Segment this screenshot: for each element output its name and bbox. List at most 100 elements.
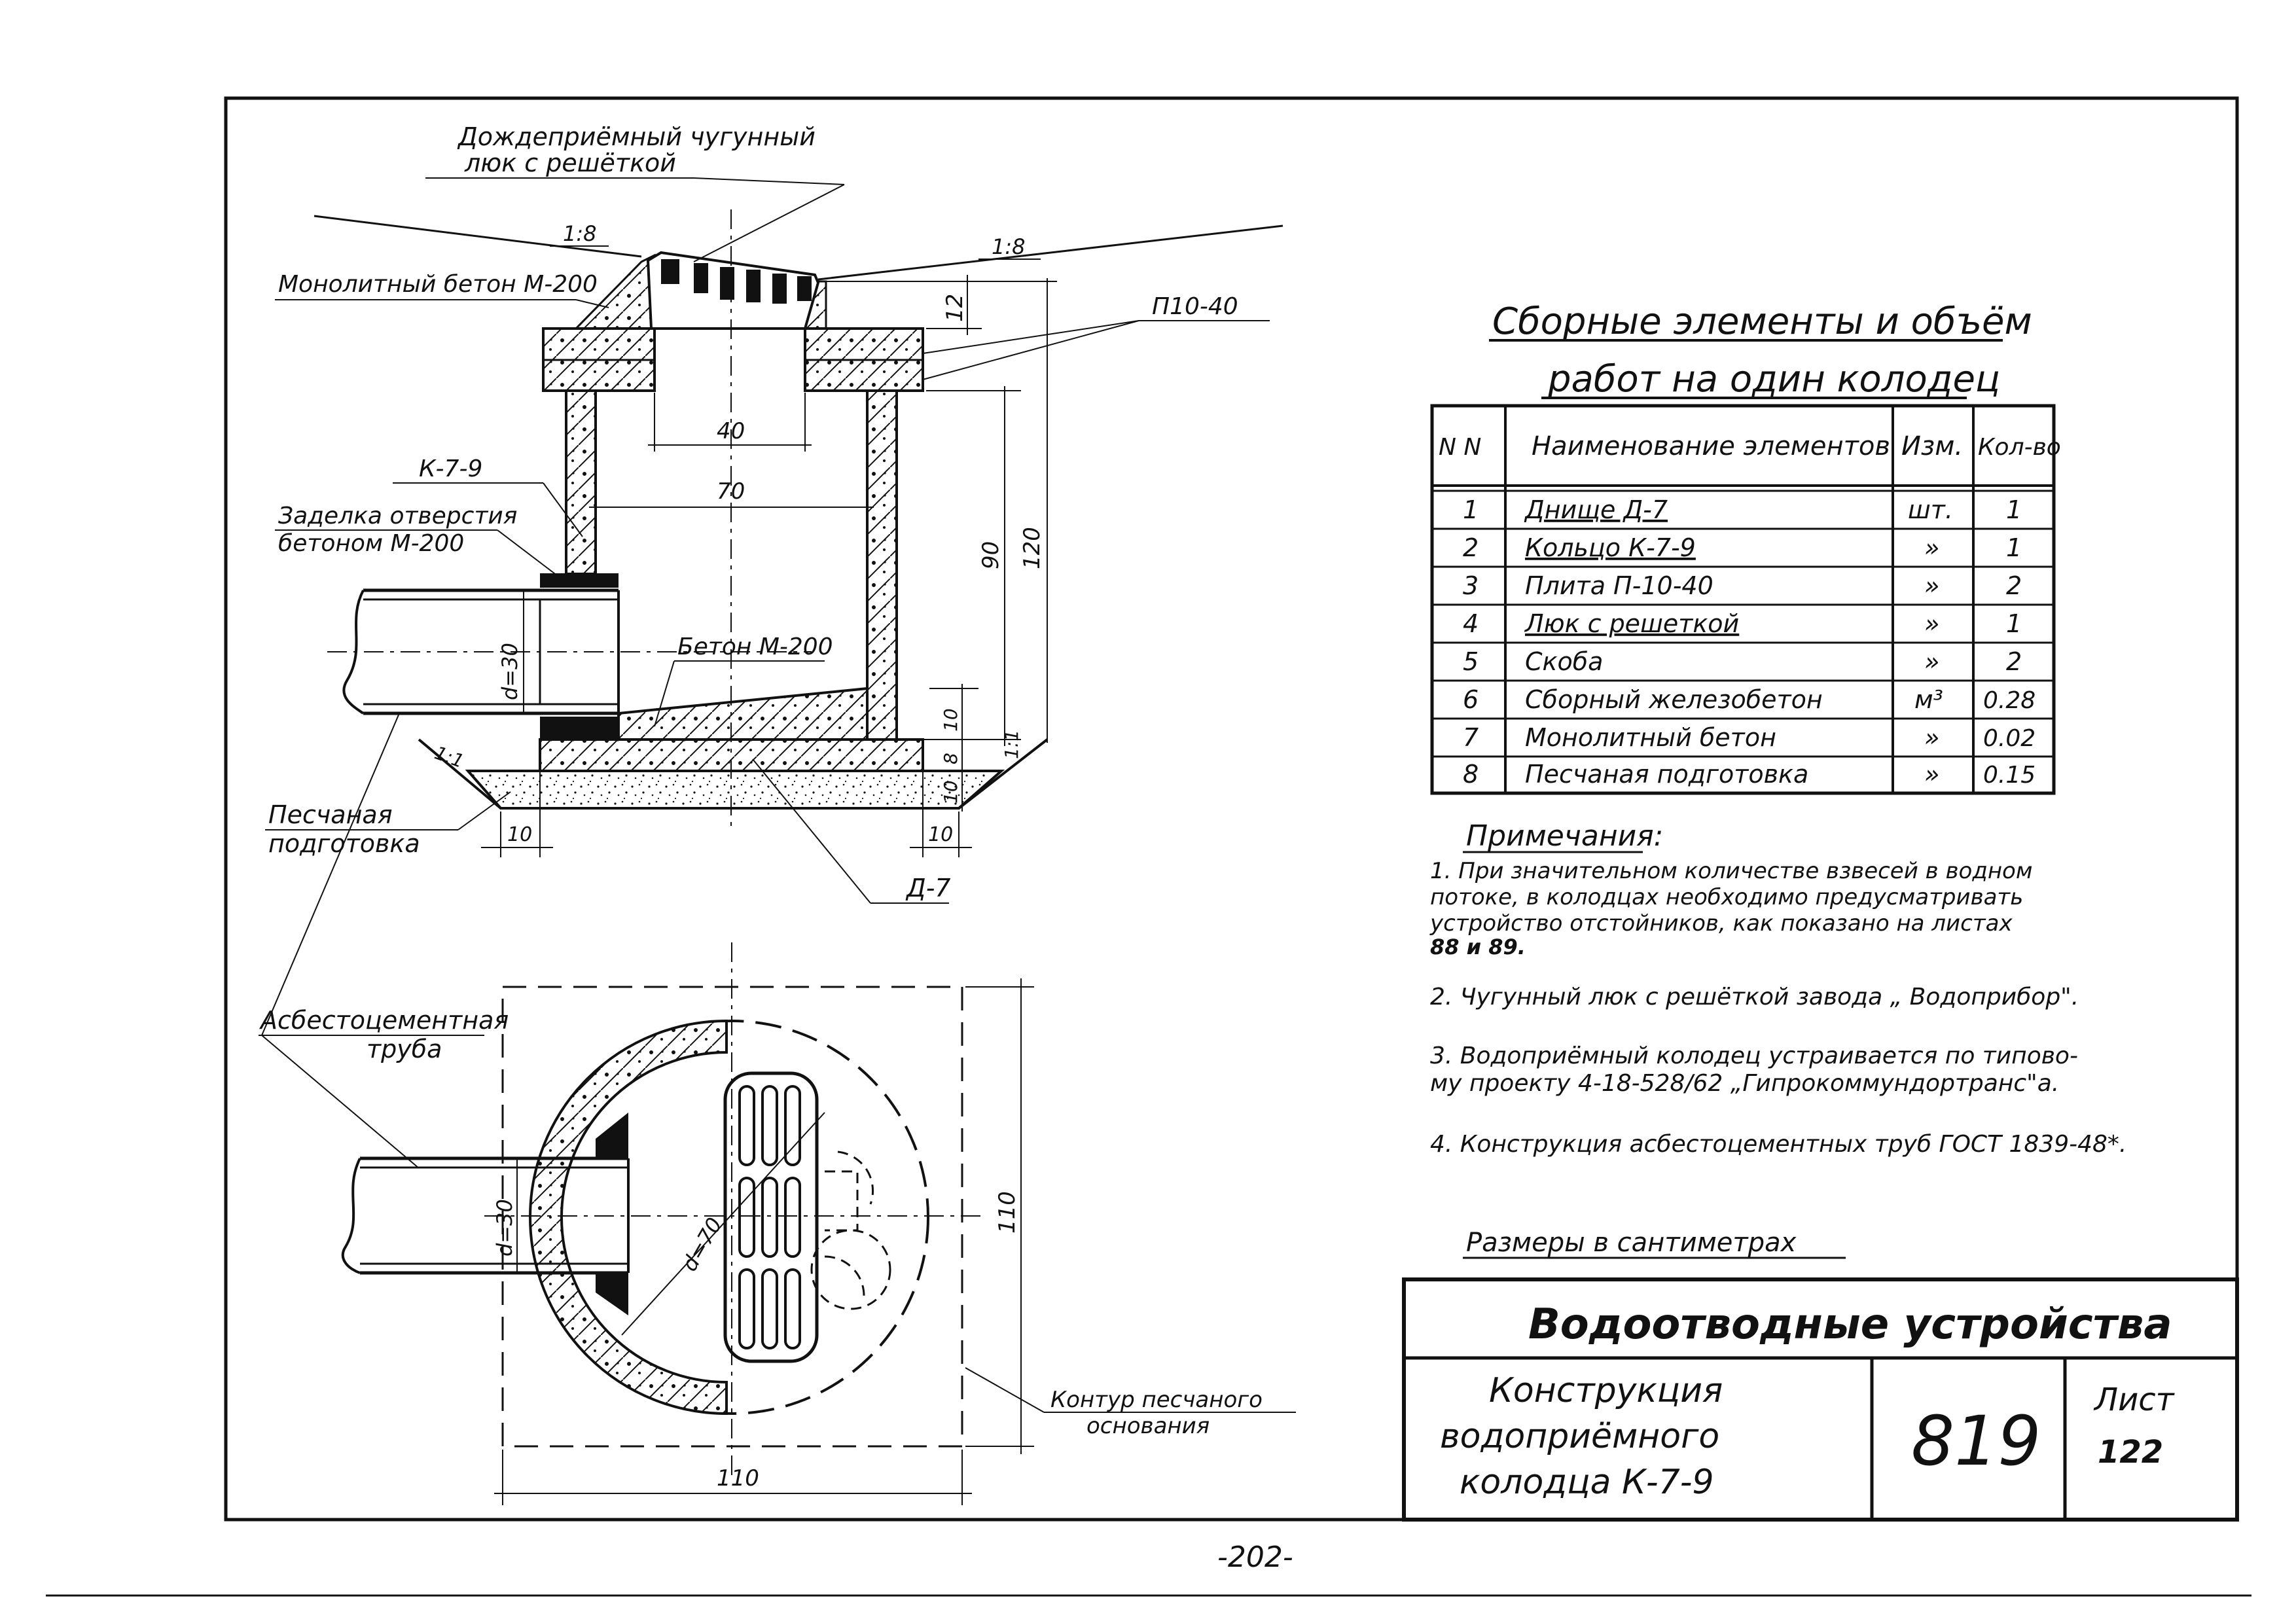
svg-text:»: » [1924, 760, 1939, 789]
note-1-line-1: 1. При значительном количестве взвесей в… [1430, 858, 2033, 884]
stamp-name-2: водоприёмного [1440, 1417, 1719, 1456]
note-1-line-2: потоке, в колодцах необходимо предусматр… [1430, 884, 2023, 910]
callout-seal-2: бетоном М-200 [278, 530, 464, 557]
svg-text:0.15: 0.15 [1983, 762, 2036, 789]
title-block: Водоотводные устройства Конструкция водо… [1402, 1277, 2239, 1522]
callout-pipe: Асбестоцементная [259, 1006, 509, 1035]
note-2: 2. Чугунный люк с решёткой завода „ Водо… [1430, 984, 2079, 1010]
slope-left: 1:8 [563, 221, 597, 246]
callout-monolith: Монолитный бетон М-200 [278, 271, 598, 298]
callout-slab: П10-40 [1152, 293, 1238, 320]
callout-sand-contour-2: основания [1086, 1413, 1210, 1439]
note-1-line-3: устройство отстойников, как показано на … [1429, 910, 2013, 936]
svg-text:1: 1 [2006, 609, 2022, 638]
svg-text:Монолитный бетон: Монолитный бетон [1525, 723, 1776, 752]
svg-text:3: 3 [1463, 571, 1479, 600]
bench-concrete [617, 687, 869, 741]
svg-text:Кольцо К-7-9: Кольцо К-7-9 [1525, 533, 1696, 562]
svg-text:Люк с решеткой: Люк с решеткой [1524, 609, 1739, 638]
svg-text:Днище Д-7: Днище Д-7 [1524, 495, 1668, 524]
note-4: 4. Конструкция асбестоцементных труб ГОС… [1430, 1131, 2126, 1158]
svg-text:0.28: 0.28 [1983, 687, 2036, 714]
notes: Примечания: 1. При значительном количест… [1429, 819, 2126, 1259]
section-view: 40 70 12 90 120 10 8 10 10 10 [265, 122, 1283, 904]
svg-text:1: 1 [1463, 495, 1479, 524]
plan-hatch-frame [723, 1071, 819, 1363]
callout-hatch-2: люк с решёткой [464, 149, 676, 177]
table-title-2: работ на один колодец [1547, 358, 2000, 401]
note-3-line-2: му проекту 4-18-528/62 „Гипрокоммундортр… [1430, 1070, 2059, 1097]
svg-text:м³: м³ [1914, 685, 1943, 714]
table-row: 8 Песчаная подготовка » 0.15 [1463, 760, 2036, 789]
dim-offset-left: 10 [507, 823, 532, 846]
callout-sand-contour: Контур песчаного [1050, 1387, 1263, 1413]
ring-wall-right [866, 389, 898, 742]
stamp-sheet-no: 122 [2098, 1434, 2163, 1471]
svg-text:7: 7 [1463, 723, 1479, 752]
dim-inner-height: 90 [978, 541, 1004, 569]
drawing-frame [224, 96, 2239, 1522]
slope-side-right: 1:1 [1001, 730, 1022, 759]
svg-text:»: » [1924, 571, 1939, 600]
svg-text:2: 2 [1463, 533, 1479, 562]
stamp-sheet-label: Лист [2093, 1382, 2176, 1418]
svg-text:5: 5 [1463, 647, 1479, 676]
stamp-name-1: Конструкция [1489, 1371, 1723, 1410]
svg-text:6: 6 [1463, 685, 1479, 714]
ring-plan [529, 1019, 728, 1416]
svg-text:8: 8 [1463, 760, 1479, 789]
svg-text:1: 1 [2006, 495, 2022, 524]
notes-heading: Примечания: [1466, 819, 1664, 853]
callout-ring: К-7-9 [419, 455, 482, 482]
svg-text:»: » [1924, 609, 1939, 638]
svg-text:2: 2 [2006, 571, 2022, 600]
note-3-line-1: 3. Водоприёмный колодец устраивается по … [1430, 1043, 2078, 1069]
stamp-header: Водоотводные устройства [1528, 1300, 2172, 1349]
svg-text:Скоба: Скоба [1525, 647, 1603, 676]
pipe-plan [341, 1113, 630, 1315]
callout-hatch: Дождеприёмный чугунный [457, 122, 816, 151]
table-title-1: Сборные элементы и объём [1492, 300, 2032, 343]
plan-step-brackets [810, 1150, 891, 1310]
dim-plan-pipe-dia: d=30 [492, 1199, 517, 1257]
dim-sand-thickness: 10 [940, 780, 961, 804]
col-header-qty: Кол-во [1978, 434, 2061, 461]
callout-pipe-2: труба [367, 1035, 442, 1063]
dim-inner: 70 [717, 478, 745, 505]
pipe-seal-bottom [540, 717, 619, 740]
svg-text:0.02: 0.02 [1983, 725, 2036, 752]
stamp-name-3: колодца К-7-9 [1460, 1463, 1714, 1502]
svg-text:Песчаная подготовка: Песчаная подготовка [1525, 760, 1808, 789]
callout-sand: Песчаная [268, 800, 393, 829]
ring-wall-left [565, 389, 597, 575]
elements-table: Сборные элементы и объём работ на один к… [1430, 300, 2061, 795]
dim-pipe-dia: d=30 [497, 643, 522, 700]
table-row: 6 Сборный железобетон м³ 0.28 [1463, 685, 2036, 714]
table-row: 5 Скоба » 2 [1463, 647, 2022, 676]
table-row: 4 Люк с решеткой » 1 [1463, 609, 2022, 638]
col-header-nn: N N [1439, 434, 1481, 461]
pipe-seal-top [540, 573, 619, 588]
table-row: 7 Монолитный бетон » 0.02 [1463, 723, 2036, 752]
svg-text:2: 2 [2006, 647, 2022, 676]
svg-text:Сборный железобетон: Сборный железобетон [1525, 685, 1823, 714]
dim-total-height: 120 [1019, 527, 1045, 569]
dim-plan-height: 110 [994, 1191, 1020, 1234]
plan-grating-slots [738, 1085, 801, 1349]
callout-seal: Заделка отверстия [278, 503, 517, 529]
svg-text:шт.: шт. [1908, 495, 1953, 524]
svg-text:1: 1 [2006, 533, 2022, 562]
stamp-number: 819 [1911, 1401, 2041, 1481]
svg-text:»: » [1924, 647, 1939, 676]
callout-bench: Бетон М-200 [677, 633, 833, 660]
note-1-line-4: 88 и 89. [1430, 935, 1526, 959]
col-header-name: Наименование элементов [1532, 431, 1890, 461]
dim-offset-right: 10 [928, 823, 953, 846]
dim-bottom-thickness: 10 [940, 708, 961, 732]
slope-side-left: 1:1 [432, 742, 467, 772]
ground-line-left [314, 215, 642, 258]
dim-plan-dia: d=70 [677, 1213, 727, 1275]
svg-text:»: » [1924, 723, 1939, 752]
svg-text:4: 4 [1463, 609, 1479, 638]
